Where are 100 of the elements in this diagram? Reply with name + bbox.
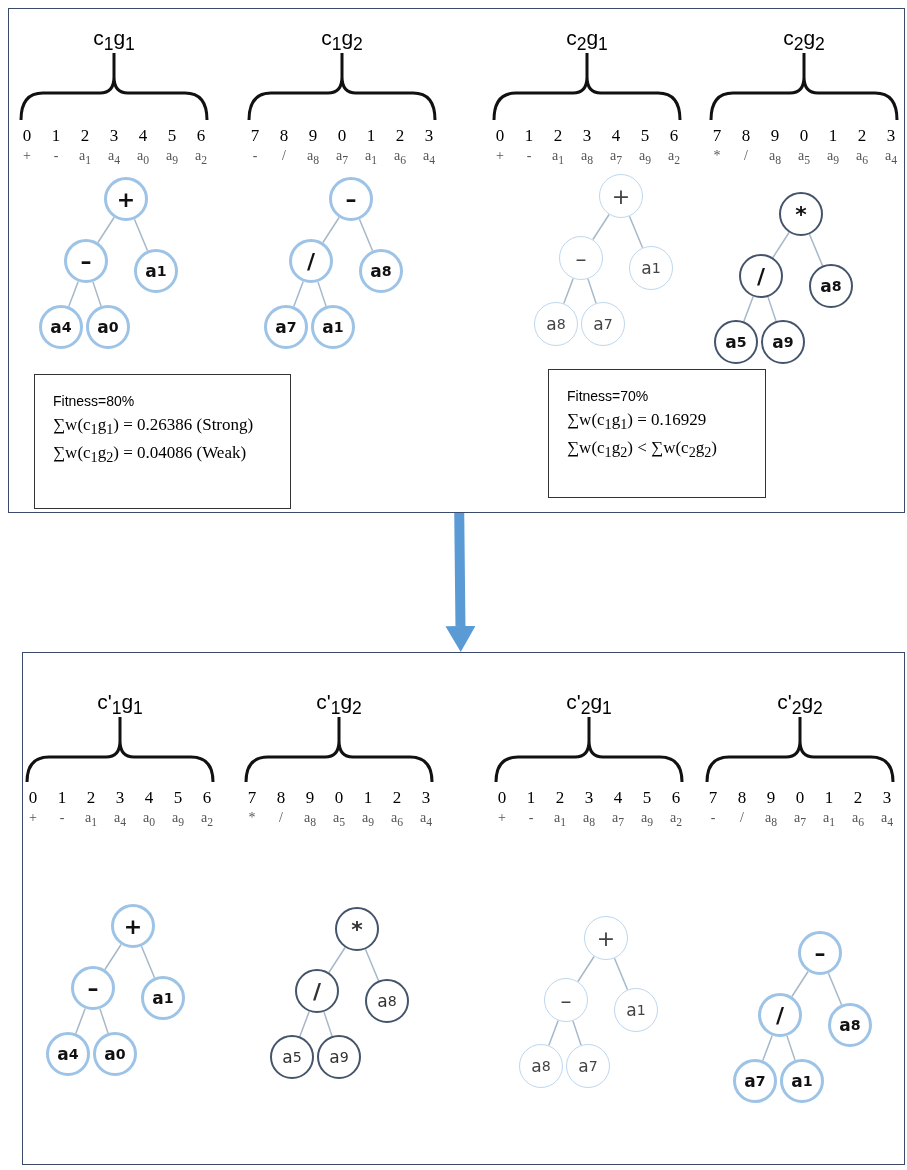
tree-node-circle: +	[104, 177, 148, 221]
gene-symbol: a$_{7}$	[608, 148, 623, 167]
gene-label: c$_{2}$g$_{1}$	[565, 26, 609, 56]
info-box	[34, 374, 291, 509]
branch-line	[548, 1019, 559, 1047]
tree-node-circle: +	[599, 174, 643, 218]
gene-symbol: a$_{7}$	[334, 148, 349, 167]
gene-symbol: a$_{5}$	[331, 810, 346, 829]
formula-text: ∑w(c$_{1}$g$_{2}$) = 0.04086 (Weak)	[53, 442, 248, 468]
tree-node-circle: –	[71, 966, 115, 1010]
fitness-text: Fitness=70%	[567, 387, 650, 406]
gene-label: c$_{1}$g$_{1}$	[92, 26, 136, 56]
tree-node-circle: +	[584, 916, 628, 960]
index-number: 2	[554, 788, 566, 808]
tree-node-circle: –	[64, 239, 108, 283]
gene-symbol: a$_{9}$	[825, 148, 840, 167]
index-number: 0	[336, 126, 348, 146]
index-number: 7	[246, 788, 258, 808]
tree-node-circle: –	[329, 177, 373, 221]
index-number: 4	[610, 126, 622, 146]
index-number: 1	[523, 126, 535, 146]
index-number: 5	[166, 126, 178, 146]
index-number: 3	[583, 788, 595, 808]
branch-line	[628, 215, 644, 249]
gene-symbol: -	[58, 810, 66, 826]
branch-line	[587, 278, 597, 304]
gene-symbol: a$_{2}$	[666, 148, 681, 167]
info-box	[548, 369, 766, 498]
index-number: 0	[27, 788, 39, 808]
index-number: 1	[56, 788, 68, 808]
index-number: 1	[50, 126, 62, 146]
tree-node-circle: /	[739, 254, 783, 298]
gene-symbol: a$_{0}$	[135, 148, 150, 167]
gene-symbol: a$_{6}$	[389, 810, 404, 829]
gene-label: c$_{2}$g$_{2}$	[782, 26, 826, 56]
gene-symbol: /	[281, 148, 287, 164]
gene-label: c'$_{1}$g$_{1}$	[96, 690, 144, 720]
gene-symbol: a$_{7}$	[610, 810, 625, 829]
gene-symbol: a$_{8}$	[763, 810, 778, 829]
gene-label: c$_{1}$g$_{2}$	[320, 26, 364, 56]
gene-symbol: a$_{1}$	[363, 148, 378, 167]
branch-line	[133, 218, 149, 252]
gene-symbol: a$_{1}$	[821, 810, 836, 829]
gene-symbol: a$_{1}$	[83, 810, 98, 829]
gene-label: c'$_{1}$g$_{2}$	[315, 690, 363, 720]
gene-symbol: *	[247, 810, 257, 826]
index-number: 5	[172, 788, 184, 808]
index-number: 2	[79, 126, 91, 146]
branch-line	[92, 281, 102, 307]
tree-node-circle: *	[779, 192, 823, 236]
index-number: 1	[827, 126, 839, 146]
index-number: 4	[143, 788, 155, 808]
tree-node-circle: –	[798, 931, 842, 975]
gene-symbol: a$_{2}$	[199, 810, 214, 829]
formula-text: ∑w(c$_{1}$g$_{1}$) = 0.26386 (Strong)	[53, 414, 255, 440]
branch-line	[97, 216, 115, 244]
panel-frame	[22, 652, 905, 1165]
index-number: 3	[885, 126, 897, 146]
branch-line	[827, 972, 843, 1006]
gene-symbol: a$_{5}$	[796, 148, 811, 167]
branch-line	[364, 948, 380, 982]
branch-line	[358, 218, 374, 252]
index-number: 2	[85, 788, 97, 808]
index-number: 0	[333, 788, 345, 808]
index-number: 9	[765, 788, 777, 808]
gene-symbol: *	[712, 148, 722, 164]
gene-symbol: a$_{7}$	[792, 810, 807, 829]
gene-symbol: a$_{9}$	[360, 810, 375, 829]
tree-node-circle: –	[559, 236, 603, 280]
gene-symbol: a$_{8}$	[581, 810, 596, 829]
gene-symbol: a$_{1}$	[552, 810, 567, 829]
gene-symbol: a$_{4}$	[879, 810, 894, 829]
gene-symbol: /	[739, 810, 745, 826]
gene-symbol: a$_{4}$	[106, 148, 121, 167]
gene-label: c'$_{2}$g$_{2}$	[776, 690, 824, 720]
index-number: 3	[423, 126, 435, 146]
index-number: 2	[391, 788, 403, 808]
gene-symbol: a$_{2}$	[193, 148, 208, 167]
index-number: 6	[670, 788, 682, 808]
branch-line	[140, 945, 156, 979]
tree-node-circle: /	[289, 239, 333, 283]
index-number: 3	[108, 126, 120, 146]
branch-line	[772, 231, 790, 259]
formula-text: ∑w(c$_{1}$g$_{2}$) < ∑w(c$_{2}$g$_{2}$)	[567, 437, 718, 463]
tree-node-circle: +	[111, 904, 155, 948]
branch-line	[577, 955, 595, 983]
branch-line	[808, 233, 824, 267]
index-number: 0	[494, 126, 506, 146]
tree-node-circle: /	[758, 993, 802, 1037]
branch-line	[613, 957, 629, 991]
index-number: 2	[852, 788, 864, 808]
gene-symbol: a$_{9}$	[170, 810, 185, 829]
index-number: 1	[365, 126, 377, 146]
index-number: 7	[249, 126, 261, 146]
index-number: 7	[707, 788, 719, 808]
branch-line	[75, 1007, 86, 1035]
branch-line	[317, 281, 327, 307]
index-number: 4	[612, 788, 624, 808]
gene-symbol: a$_{9}$	[637, 148, 652, 167]
index-number: 7	[711, 126, 723, 146]
